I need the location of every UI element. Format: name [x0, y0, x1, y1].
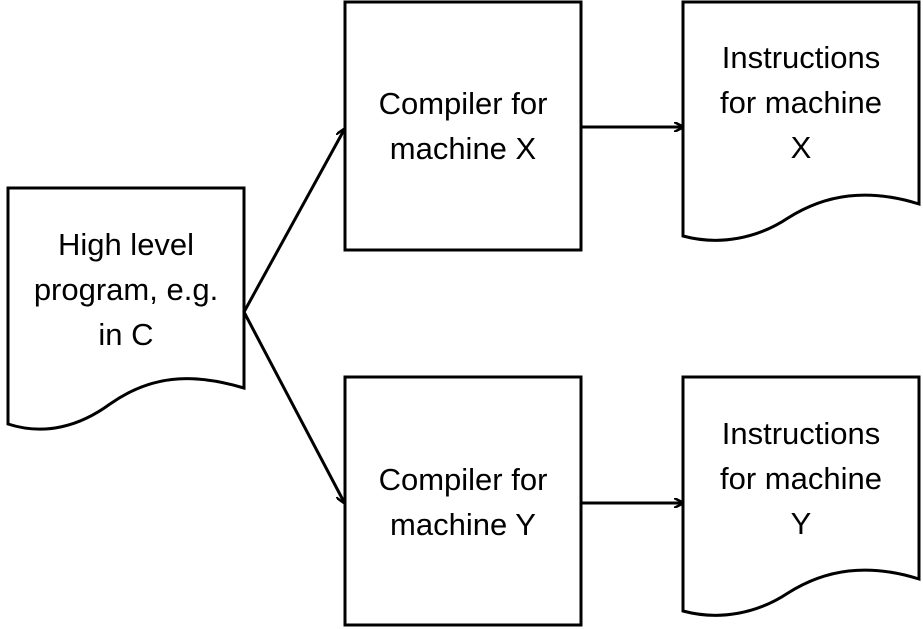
output-x-label: Instructions for machine X: [720, 40, 882, 165]
source-label: High level program, e.g. in C: [33, 227, 219, 352]
compiler-x-box: [343, 0, 583, 252]
compiler-x-label: Compiler for machine X: [378, 86, 548, 166]
arrow-source-to-compiler-y: [242, 311, 344, 502]
compiler-y-label: Compiler for machine Y: [378, 462, 548, 542]
output-y-label: Instructions for machine Y: [720, 416, 882, 541]
output-x-document-shape: [681, 0, 921, 242]
arrow-source-to-compiler-x: [242, 130, 344, 313]
source-document-shape: [6, 186, 246, 431]
output-y-document-shape: [681, 375, 921, 617]
